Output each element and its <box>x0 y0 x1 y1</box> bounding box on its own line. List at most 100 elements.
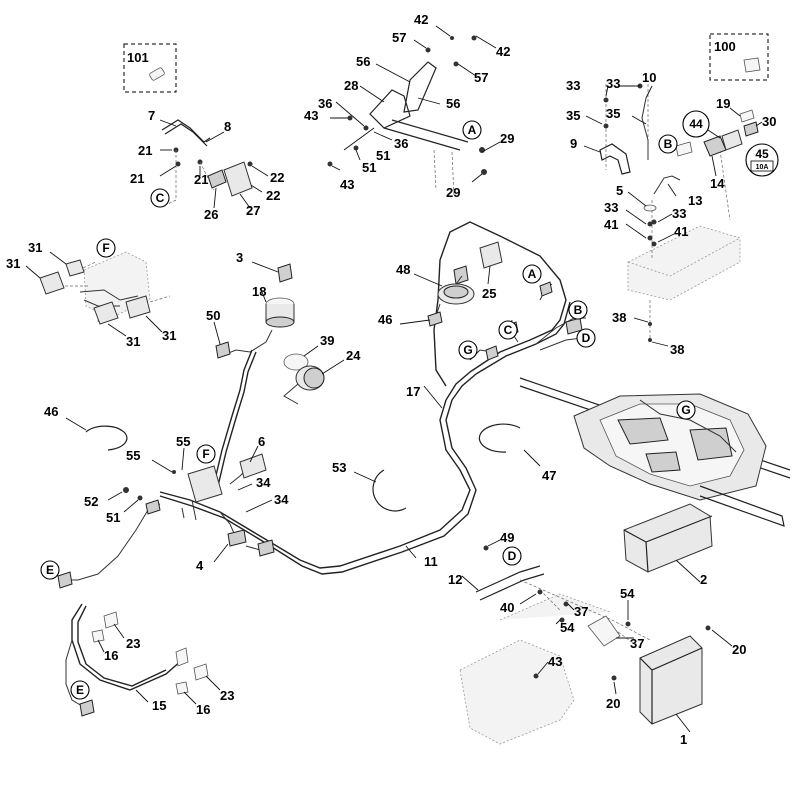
part-26-module <box>207 169 227 189</box>
leader-41a <box>625 223 647 239</box>
label-20a: 20 <box>732 642 746 657</box>
part-2-cover <box>623 503 713 573</box>
group-key-bracket <box>327 25 501 197</box>
callout-f2-circle <box>196 444 216 464</box>
callout-a2: A <box>522 264 542 284</box>
label-5: 5 <box>616 183 623 198</box>
part-46-clamp <box>85 425 128 451</box>
label-37a: 37 <box>574 604 588 619</box>
label-54b: 54 <box>620 586 635 601</box>
callout-f1-circle <box>96 238 116 258</box>
leader-40 <box>519 593 537 605</box>
part-17-loop-2 <box>475 301 571 375</box>
fastener-54b <box>625 621 631 627</box>
connector-g <box>485 345 499 361</box>
leader-22a <box>251 165 269 177</box>
group-main-harness <box>57 221 586 589</box>
label-20b: 20 <box>606 696 620 711</box>
leader-55a <box>181 447 185 471</box>
relay-31b <box>39 271 65 295</box>
callout-e1-text: E <box>46 563 54 577</box>
label-37b: 37 <box>630 636 644 651</box>
callout-b1: B <box>658 134 678 154</box>
leader-20b <box>613 681 617 695</box>
part-9-cable <box>599 143 631 175</box>
leader-1 <box>675 713 691 733</box>
label-40: 40 <box>500 600 514 615</box>
part-1-battery <box>639 635 703 725</box>
fastener-38a <box>648 322 652 326</box>
leader-16a <box>97 639 105 653</box>
label-16a: 16 <box>104 648 118 663</box>
part-47-clamp <box>478 423 521 453</box>
fastener-55 <box>172 470 176 474</box>
label-16b: 16 <box>196 702 210 717</box>
fastener-21b <box>175 161 181 167</box>
callout-e2-text: E <box>76 683 84 697</box>
label-41b: 41 <box>674 224 688 239</box>
part-37-terminal <box>587 615 621 647</box>
battery-mount-ghost-2 <box>499 593 611 621</box>
connector-a <box>539 281 553 297</box>
leader-52 <box>107 491 123 501</box>
leader-30 <box>755 121 763 127</box>
leader-35a <box>585 115 603 125</box>
part-27-regulator <box>223 161 253 197</box>
transaxle-gear-1 <box>617 417 669 445</box>
label-33a: 33 <box>566 78 580 93</box>
label-23b: 23 <box>220 688 234 703</box>
callout-c1-circle <box>150 188 170 208</box>
leader-34b <box>245 499 273 513</box>
battery-tray-ghost-edge <box>627 237 741 277</box>
part-15-harness <box>71 603 183 691</box>
part-23a-clip <box>103 611 119 629</box>
callout-g1: G <box>458 340 478 360</box>
group-battery-tray: 44 45 10A <box>583 83 779 347</box>
part-24-hourmeter-face <box>303 367 325 389</box>
group-ignition <box>213 261 345 405</box>
callout-c2-circle <box>498 320 518 340</box>
callout-a1-circle <box>462 120 482 140</box>
leader-14 <box>711 155 717 177</box>
label-50: 50 <box>206 308 220 323</box>
part-11-trunk-2 <box>159 373 477 575</box>
callout-b1-circle <box>658 134 678 154</box>
fastener-51c <box>137 495 143 501</box>
fastener-42a <box>450 36 454 40</box>
leader-42a <box>435 25 451 37</box>
label-3: 3 <box>236 250 243 265</box>
part-28-arm <box>383 119 469 151</box>
group-battery-cover <box>623 503 713 583</box>
leader-42b <box>475 35 497 49</box>
fastener-57a <box>425 47 431 53</box>
leader-50 <box>213 321 221 345</box>
leader-28 <box>359 85 385 103</box>
leader-43c <box>537 661 549 675</box>
label-7: 7 <box>148 108 155 123</box>
leader-26 <box>213 187 217 209</box>
kit-100-part <box>743 57 761 73</box>
leader-55b <box>151 459 173 473</box>
assembly-dash-bracket <box>433 149 455 197</box>
ignition-harness <box>225 329 273 355</box>
label-44: 44 <box>689 117 703 131</box>
leader-31b <box>25 265 41 279</box>
label-31d: 31 <box>162 328 176 343</box>
label-29b: 29 <box>446 185 460 200</box>
label-25: 25 <box>482 286 496 301</box>
label-57b: 57 <box>474 70 488 85</box>
label-21b: 21 <box>130 171 144 186</box>
label-56b: 56 <box>446 96 460 111</box>
connector-small <box>257 539 275 557</box>
kit-100-box <box>709 33 769 81</box>
harness-branch-ignition-2 <box>217 351 257 487</box>
kit-101-box <box>123 43 177 93</box>
leader-43b <box>331 165 341 171</box>
leader-38a <box>633 317 649 323</box>
leader-9 <box>583 145 601 153</box>
callout-c1-text: C <box>156 191 165 205</box>
leader-19 <box>729 107 741 117</box>
part-14-solenoid-cap <box>721 129 743 151</box>
callout-g2-text: G <box>681 403 690 417</box>
